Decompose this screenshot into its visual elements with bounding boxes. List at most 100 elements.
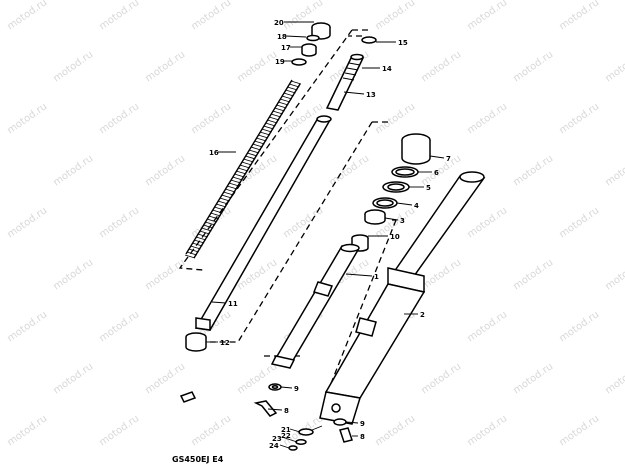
spring-coil	[223, 191, 234, 196]
fork-spring	[184, 79, 302, 259]
drain-plug	[179, 391, 197, 403]
watermark-text: motod.ru	[143, 49, 187, 84]
damper-rod	[325, 53, 365, 111]
watermark-text: motod.ru	[5, 101, 49, 136]
callout-8-lower: 8	[360, 433, 365, 441]
spring-coil	[230, 179, 241, 184]
watermark-text: motod.ru	[419, 257, 463, 292]
watermark-text: motod.ru	[97, 101, 141, 136]
callout-18: 18	[277, 33, 287, 41]
callout-6: 6	[434, 169, 439, 177]
callout-3: 3	[400, 217, 405, 225]
guide-metal	[364, 209, 386, 225]
watermark-text: motod.ru	[465, 0, 509, 32]
piston-ring	[361, 36, 377, 44]
spring-coil	[241, 161, 252, 166]
spring-seat	[291, 58, 307, 66]
diagram-code: GS450EJ E4	[172, 455, 224, 464]
spring-coil	[270, 113, 282, 118]
spring-coil	[289, 83, 300, 88]
spacer	[301, 43, 317, 57]
watermark-text: motod.ru	[557, 205, 601, 240]
spring-coil	[259, 131, 271, 136]
callout-13: 13	[366, 91, 376, 99]
spring-coil	[204, 221, 216, 226]
watermark-text: motod.ru	[419, 361, 463, 396]
callout-4: 4	[414, 202, 419, 210]
callout-12: 12	[220, 339, 230, 347]
spring-coil	[250, 146, 261, 151]
inner-tube	[194, 115, 332, 331]
callout-1: 1	[374, 273, 379, 281]
watermark-text: motod.ru	[189, 101, 233, 136]
spring-coil	[252, 143, 263, 148]
spring-coil	[225, 188, 236, 193]
spring-coil	[243, 158, 254, 163]
callout-19: 19	[275, 58, 285, 66]
watermark-text: motod.ru	[235, 49, 279, 84]
spring-coil	[247, 152, 258, 157]
slide-bush	[185, 332, 207, 352]
watermark-text: motod.ru	[557, 309, 601, 344]
callout-14: 14	[382, 65, 392, 73]
spring-coil	[186, 251, 197, 256]
watermark-text: motod.ru	[465, 101, 509, 136]
watermark-text: motod.ru	[557, 0, 601, 32]
watermark-text: motod.ru	[465, 205, 509, 240]
callout-16: 16	[209, 149, 219, 157]
watermark-text: motod.ru	[557, 413, 601, 448]
callout-7: 7	[446, 155, 451, 163]
cap-bolt	[311, 22, 331, 40]
callout-2: 2	[420, 311, 425, 319]
watermark-text: motod.ru	[97, 0, 141, 32]
watermark-text: motod.ru	[5, 309, 49, 344]
spring-coil	[290, 80, 302, 85]
watermark-text: motod.ru	[419, 49, 463, 84]
watermark-text: motod.ru	[511, 153, 555, 188]
watermark-text: motod.ru	[235, 361, 279, 396]
watermark-text: motod.ru	[603, 153, 625, 188]
spring-coil	[237, 167, 249, 172]
callout-24: 24	[269, 442, 279, 450]
watermark-text: motod.ru	[603, 361, 625, 396]
watermark-text: motod.ru	[557, 101, 601, 136]
watermark-text: motod.ru	[51, 153, 95, 188]
spring-coil	[278, 101, 289, 106]
leader-lines	[206, 21, 445, 449]
watermark-text: motod.ru	[465, 309, 509, 344]
watermark-text: motod.ru	[235, 153, 279, 188]
spring-coil	[285, 89, 296, 94]
watermark-text: motod.ru	[51, 361, 95, 396]
watermark-text: motod.ru	[189, 205, 233, 240]
callout-23: 23	[272, 435, 282, 443]
spring-coil	[268, 116, 280, 121]
spring-coil	[228, 182, 239, 187]
watermark-text: motod.ru	[5, 413, 49, 448]
callout-11: 11	[228, 300, 238, 308]
spring-coil	[283, 92, 294, 97]
spring-coil	[279, 98, 291, 103]
spring-coil	[256, 137, 267, 142]
watermark-text: motod.ru	[51, 49, 95, 84]
watermark-text: motod.ru	[511, 257, 555, 292]
spring-coil	[199, 230, 210, 235]
o-ring	[306, 34, 320, 42]
dust-seal	[401, 133, 431, 165]
callout-9-upper: 9	[294, 385, 299, 393]
spring-coil	[221, 194, 232, 199]
spring-coil	[287, 86, 298, 91]
callout-21: 21	[281, 426, 291, 434]
watermark-text: motod.ru	[603, 49, 625, 84]
stopper-ring	[391, 166, 419, 178]
watermark-text: motod.ru	[189, 413, 233, 448]
spring-coil	[184, 254, 196, 259]
watermark-text: motod.ru	[143, 361, 187, 396]
spring-coil	[215, 203, 227, 208]
callout-5: 5	[426, 184, 431, 192]
watermark-text: motod.ru	[97, 413, 141, 448]
spring-coil	[263, 125, 274, 130]
spring-coil	[281, 95, 292, 100]
spring-coil	[276, 104, 287, 109]
watermark-text: motod.ru	[603, 257, 625, 292]
watermark-text: motod.ru	[5, 0, 49, 32]
